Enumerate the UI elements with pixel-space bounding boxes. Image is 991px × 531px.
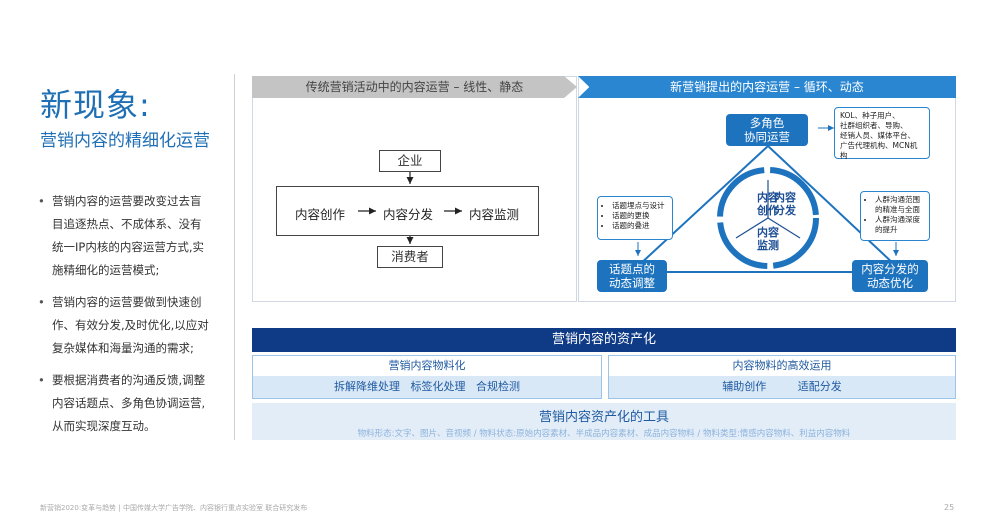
topic-note-item: 话题的叠进 [612,221,668,231]
assets-tools: 营销内容资产化的工具 物料形态:文字、图片、音视频 / 物料状态:原始内容素材、… [252,403,956,440]
bullet-item: 要根据消费者的沟通反馈,调整内容话题点、多角色协调运营,从而实现深度互动。 [38,369,210,438]
topic-note: 话题埋点与设计 话题的更换 话题的叠进 [597,196,673,240]
tools-title: 营销内容资产化的工具 [538,410,669,425]
assets-right-column: 内容物料的高效运用 辅助创作 适配分发 [608,355,956,399]
assets-right-body: 辅助创作 适配分发 [609,376,955,398]
page-number: 25 [944,503,955,512]
topic-note-item: 话题埋点与设计 [612,201,668,211]
center-monitor: 内容 监测 [757,226,779,252]
distribution-note-item: 人群沟通范围的精准与全面 [875,195,925,215]
bullet-item: 营销内容的运营要做到快速创作、有效分发,及时优化,以应对复杂媒体和海量沟通的需求… [38,291,210,360]
page-subtitle: 营销内容的精细化运营 [40,131,210,151]
topic-note-item: 话题的更换 [612,211,668,221]
assets-left-header: 营销内容物料化 [253,356,601,376]
divider [234,74,235,440]
bullet-item: 营销内容的运营要改变过去盲目追逐热点、不成体系、没有统一IP内核的内容运营方式,… [38,190,210,282]
stage-multi-role: 多角色 协同运营 [726,114,808,146]
stage-distribution-optimize: 内容分发的 动态优化 [852,260,928,292]
center-distribute: 内容 分发 [774,191,796,217]
flow-create: 内容创作 [295,207,346,222]
flow-box [276,186,539,236]
assets-title-bar: 营销内容的资产化 [252,328,956,352]
assets-right-header: 内容物料的高效运用 [609,356,955,376]
new-marketing-banner: 新营销提出的内容运营 – 循环、动态 [578,76,956,98]
roles-note: KOL、种子用户、 社群组织者、导购、 经销人员、媒体平台、 广告代理机构、MC… [834,107,930,160]
assets-left-column: 营销内容物料化 拆解降维处理 标签化处理 合规检测 [252,355,602,399]
tools-desc: 物料形态:文字、图片、音视频 / 物料状态:原始内容素材、半成品内容素材、成品内… [357,429,851,439]
page-title: 新现象: [40,86,151,124]
traditional-arrows [358,172,462,244]
assets-left-body: 拆解降维处理 标签化处理 合规检测 [253,376,601,398]
distribution-note: 人群沟通范围的精准与全面 人群沟通深度的提升 [860,191,930,241]
bullet-list: 营销内容的运营要改变过去盲目追逐热点、不成体系、没有统一IP内核的内容运营方式,… [38,190,210,447]
consumer-box: 消费者 [377,246,443,268]
traditional-banner: 传统营销活动中的内容运营 – 线性、静态 [252,76,577,98]
stage-topic-adjust: 话题点的 动态调整 [597,260,667,292]
flow-distribute: 内容分发 [383,207,434,222]
triangle-edge [637,145,769,267]
cycle-diagram [635,125,899,273]
triangle-edge [767,145,897,267]
distribution-note-item: 人群沟通深度的提升 [875,215,925,235]
center-create: 内容 创作 [757,191,779,217]
footer-source: 新营销2020:变革与趋势 | 中国传媒大学广告学院、内容银行重点实验室 联合研… [40,504,308,512]
flow-monitor: 内容监测 [469,207,520,222]
enterprise-box: 企业 [379,150,441,172]
